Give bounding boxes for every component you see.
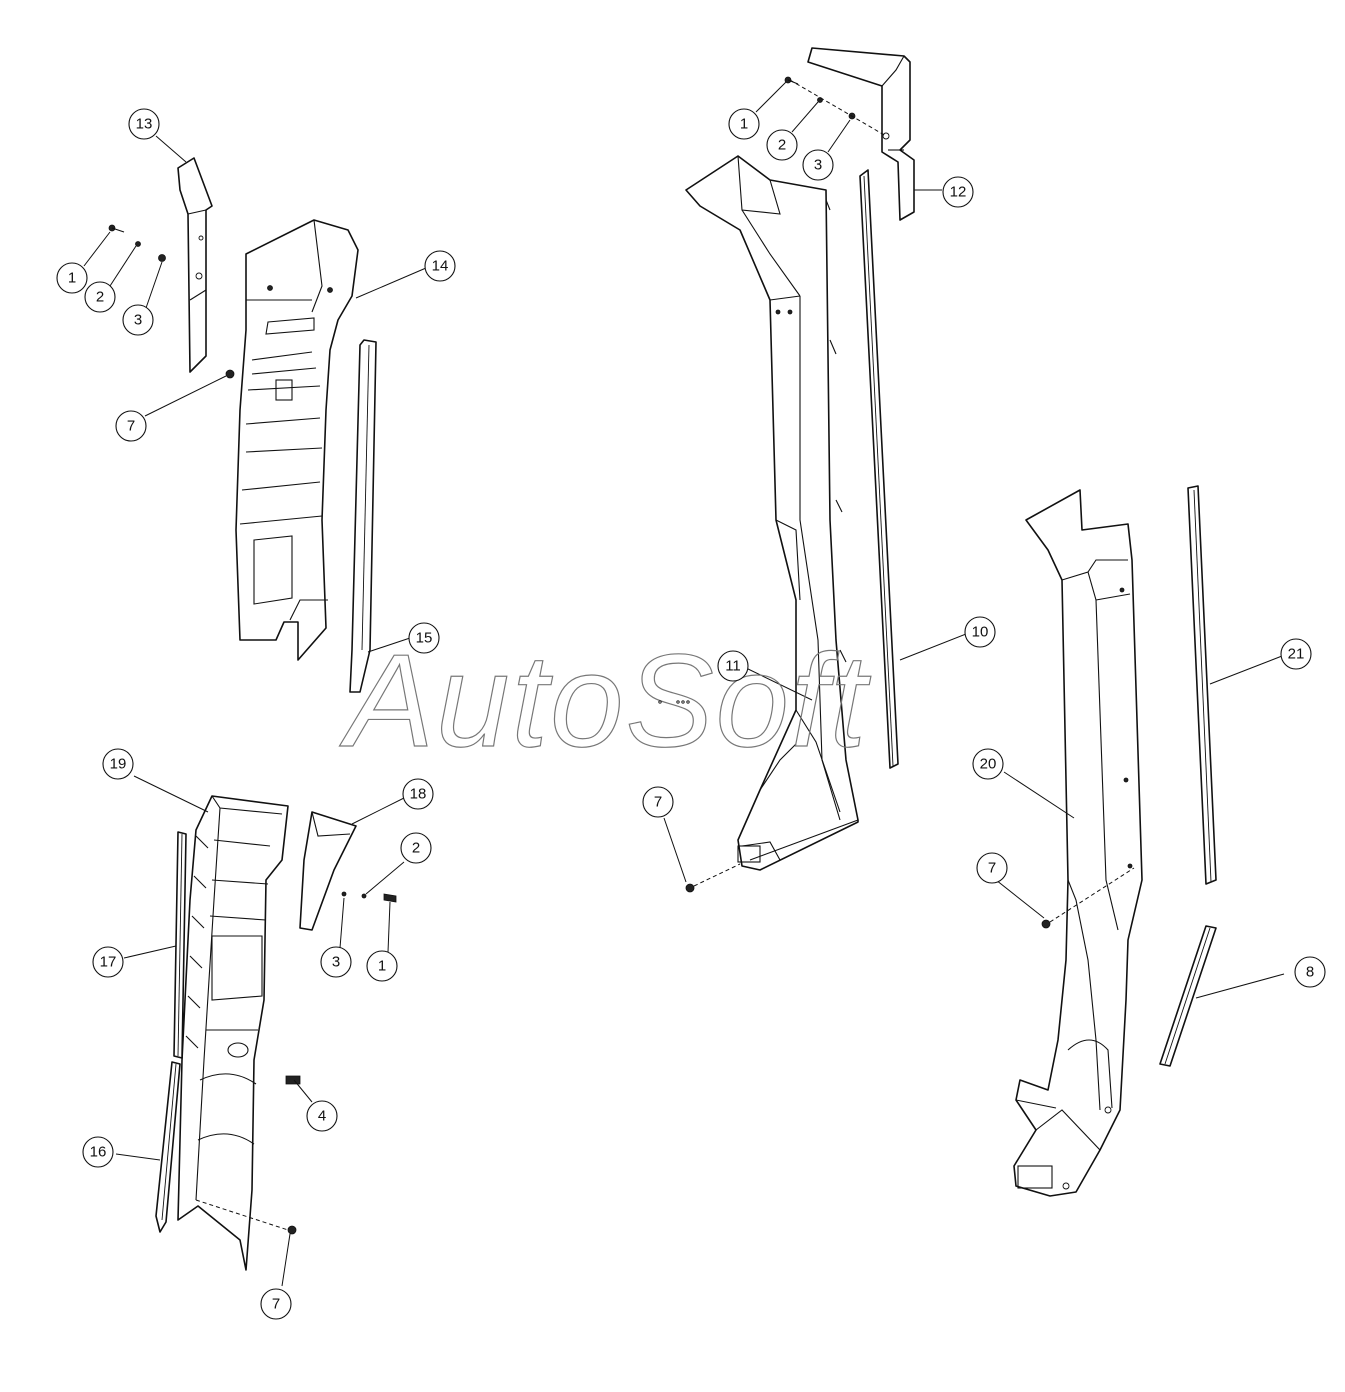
callout-2: 2 <box>400 832 432 864</box>
fasteners-bottom-left <box>195 891 397 1235</box>
callout-19: 19 <box>102 748 134 780</box>
callout-18: 18 <box>402 778 434 810</box>
svg-text:7: 7 <box>654 794 662 811</box>
fasteners-top-center <box>685 76 887 893</box>
svg-text:14: 14 <box>432 258 449 275</box>
svg-text:16: 16 <box>90 1144 107 1161</box>
fasteners-right <box>1041 867 1135 929</box>
svg-text:7: 7 <box>127 418 135 435</box>
callout-1: 1 <box>56 262 88 294</box>
callout-13: 13 <box>128 108 160 140</box>
svg-text:2: 2 <box>412 840 420 857</box>
part-19-lower-trim <box>177 795 289 1271</box>
svg-text:18: 18 <box>410 786 427 803</box>
svg-text:8: 8 <box>1306 964 1314 981</box>
callout-1: 1 <box>728 108 760 140</box>
svg-text:3: 3 <box>332 954 340 971</box>
callout-2: 2 <box>766 129 798 161</box>
svg-text:21: 21 <box>1288 646 1305 663</box>
part-15-seal-strip <box>349 339 377 693</box>
callout-17: 17 <box>92 946 124 978</box>
svg-text:19: 19 <box>110 756 127 773</box>
part-8-short-strip <box>1159 925 1217 1067</box>
part-14-pillar-trim <box>235 219 359 661</box>
svg-text:11: 11 <box>725 658 741 675</box>
leader-lines <box>83 81 1285 1287</box>
svg-text:1: 1 <box>68 270 76 287</box>
callout-8: 8 <box>1294 956 1326 988</box>
callout-14: 14 <box>424 250 456 282</box>
callout-11: 11 <box>717 650 749 682</box>
callout-1: 1 <box>366 950 398 982</box>
part-20-lower-pillar <box>1013 489 1143 1197</box>
svg-text:10: 10 <box>972 624 989 641</box>
svg-text:3: 3 <box>134 312 142 329</box>
part-18-small-trim <box>299 811 357 931</box>
svg-text:1: 1 <box>740 116 748 133</box>
callout-21: 21 <box>1280 638 1312 670</box>
fasteners-top-left <box>108 224 235 379</box>
callout-3: 3 <box>320 946 352 978</box>
watermark-dots <box>658 700 690 704</box>
svg-text:7: 7 <box>988 860 996 877</box>
part-13-trim-strip <box>177 157 213 373</box>
svg-text:15: 15 <box>416 630 433 647</box>
svg-text:12: 12 <box>950 184 967 201</box>
callout-20: 20 <box>972 748 1004 780</box>
part-16-seal-strip <box>155 1061 181 1233</box>
svg-text:2: 2 <box>96 289 104 306</box>
part-12-bracket <box>807 47 915 221</box>
callout-2: 2 <box>84 281 116 313</box>
callout-10: 10 <box>964 616 996 648</box>
part-11-main-pillar <box>685 155 859 871</box>
callout-15: 15 <box>408 622 440 654</box>
svg-text:13: 13 <box>136 116 153 133</box>
callout-7: 7 <box>976 852 1008 884</box>
callout-3: 3 <box>122 304 154 336</box>
callout-7: 7 <box>642 786 674 818</box>
callout-7: 7 <box>115 410 147 442</box>
svg-text:7: 7 <box>272 1296 280 1313</box>
svg-text:2: 2 <box>778 137 786 154</box>
svg-text:17: 17 <box>100 954 117 971</box>
svg-text:20: 20 <box>980 756 997 773</box>
part-17-seal-strip <box>173 831 187 1059</box>
callout-4: 4 <box>306 1100 338 1132</box>
part-10-long-strip <box>859 169 899 769</box>
svg-text:1: 1 <box>378 958 386 975</box>
callouts: 13 1 2 3 14 7 15 1 2 3 12 10 11 21 7 20 … <box>56 108 1326 1320</box>
callout-12: 12 <box>942 176 974 208</box>
svg-text:3: 3 <box>814 157 822 174</box>
svg-text:4: 4 <box>318 1108 326 1125</box>
callout-3: 3 <box>802 149 834 181</box>
callout-16: 16 <box>82 1136 114 1168</box>
part-21-seal-strip <box>1187 485 1217 885</box>
callout-7: 7 <box>260 1288 292 1320</box>
